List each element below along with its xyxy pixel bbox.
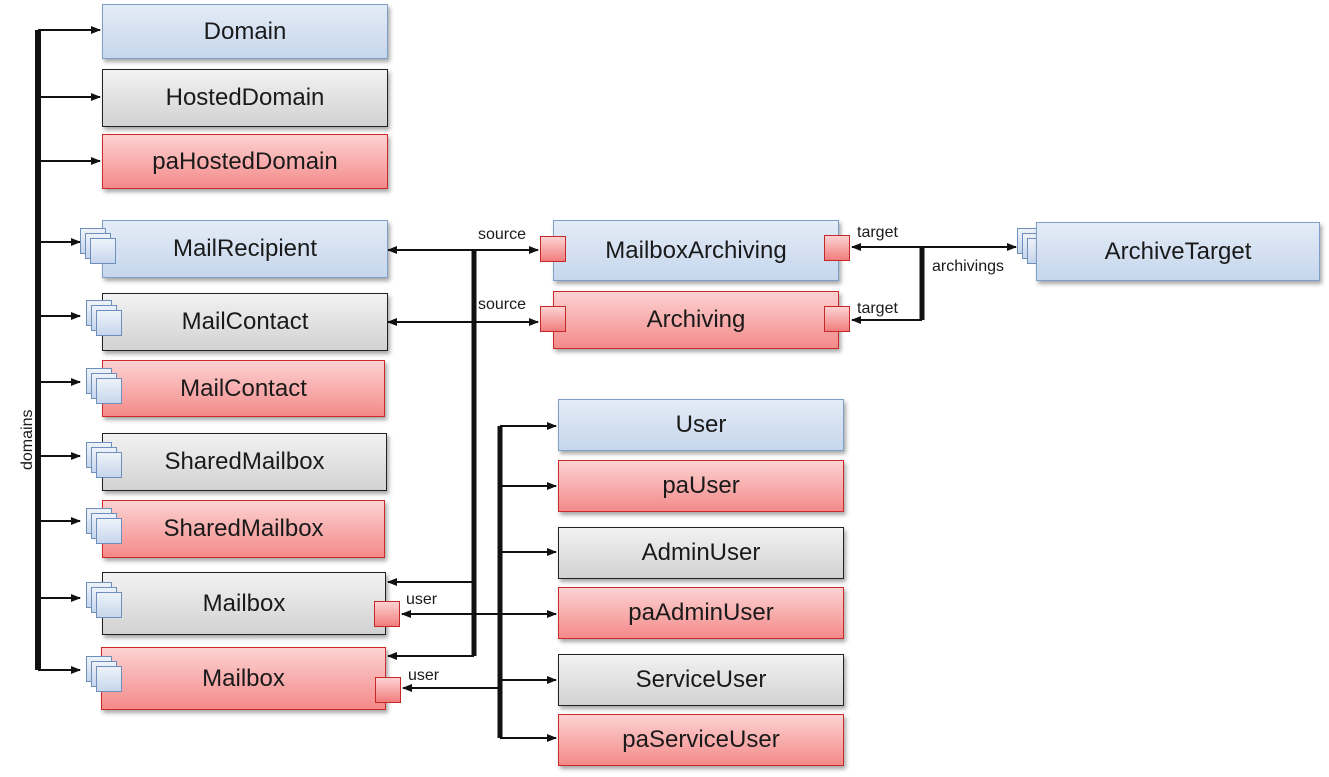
user-box: User (558, 399, 844, 451)
pauser-box: paUser (558, 460, 844, 512)
mailbox-gray-label: Mailbox (202, 589, 286, 617)
domain-box: Domain (102, 4, 388, 59)
archivings-label: archivings (932, 258, 1005, 275)
pahosteddomain-box: paHostedDomain (102, 134, 388, 189)
mailboxarchiving-label: MailboxArchiving (605, 236, 787, 264)
stack-icon (86, 442, 126, 482)
archiving-source-port (540, 306, 566, 332)
archivetarget-label: ArchiveTarget (1104, 237, 1252, 265)
archiving-target-port (824, 306, 850, 332)
mailboxarchiving-source-port (540, 236, 566, 262)
mailrecipient-box: MailRecipient (102, 220, 388, 278)
paserviceuser-box: paServiceUser (558, 714, 844, 766)
adminuser-box: AdminUser (558, 527, 844, 579)
mailcontact-red-label: MailContact (180, 374, 307, 402)
stack-icon (86, 368, 126, 408)
paadminuser-label: paAdminUser (628, 599, 774, 626)
archiving-box: Archiving (553, 291, 839, 349)
source-label-1: source (478, 226, 527, 243)
mailbox-red-label: Mailbox (202, 664, 285, 692)
target-label-1: target (857, 224, 898, 241)
stack-icon (86, 656, 126, 696)
user-label: User (675, 411, 727, 438)
mailbox-gray-box: Mailbox (102, 572, 386, 635)
user-label-1: user (406, 591, 438, 608)
pauser-label: paUser (662, 472, 740, 499)
sharedmailbox-gray-label: SharedMailbox (164, 448, 325, 475)
mailrecipient-label: MailRecipient (172, 235, 318, 262)
stack-icon (80, 228, 120, 268)
mailcontact-gray-label: MailContact (181, 308, 309, 335)
hosteddomain-box: HostedDomain (102, 69, 388, 127)
sharedmailbox-red-label: SharedMailbox (163, 515, 324, 542)
domain-label: Domain (203, 17, 287, 45)
hosteddomain-label: HostedDomain (165, 84, 325, 111)
mailbox-red-user-port (375, 677, 401, 703)
mailbox-gray-user-port (374, 601, 400, 627)
stack-icon (86, 582, 126, 622)
stack-icon (86, 300, 126, 340)
mailcontact-red-box: MailContact (102, 360, 385, 417)
paadminuser-box: paAdminUser (558, 587, 844, 639)
paserviceuser-label: paServiceUser (622, 726, 780, 753)
stack-icon (86, 508, 126, 548)
sharedmailbox-red-box: SharedMailbox (102, 500, 385, 558)
mailboxarchiving-target-port (824, 235, 850, 261)
serviceuser-box: ServiceUser (558, 654, 844, 706)
mailcontact-gray-box: MailContact (102, 293, 388, 351)
sharedmailbox-gray-box: SharedMailbox (102, 433, 387, 491)
archivetarget-box: ArchiveTarget (1036, 222, 1320, 281)
domains-label: domains (19, 409, 36, 470)
target-label-2: target (857, 300, 898, 317)
serviceuser-label: ServiceUser (635, 666, 767, 693)
archiving-label: Archiving (646, 306, 746, 333)
mailbox-red-box: Mailbox (101, 647, 386, 710)
mailboxarchiving-box: MailboxArchiving (553, 220, 839, 281)
user-label-2: user (408, 667, 440, 684)
source-label-2: source (478, 296, 527, 313)
adminuser-label: AdminUser (641, 539, 761, 566)
pahosteddomain-label: paHostedDomain (152, 147, 338, 175)
